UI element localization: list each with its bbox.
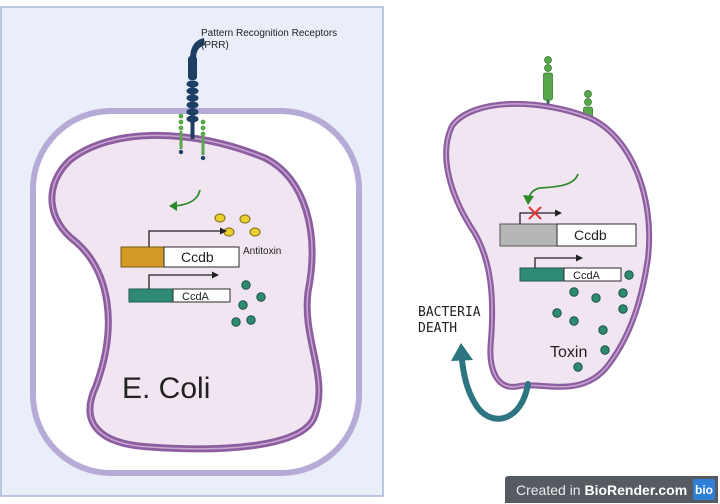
antitoxin-dot bbox=[249, 227, 261, 237]
death-arrow-icon bbox=[451, 343, 531, 422]
blocked-x-icon bbox=[528, 206, 542, 220]
signal-arrow-icon bbox=[169, 189, 201, 211]
toxin-dot bbox=[241, 280, 251, 290]
toxin-dot bbox=[598, 325, 608, 335]
cell-label: E. Coli bbox=[122, 372, 210, 405]
toxin-dot bbox=[256, 292, 266, 302]
toxin-dot bbox=[618, 304, 628, 314]
prr-receptor-icon bbox=[186, 38, 205, 139]
antitoxin-label: Antitoxin bbox=[243, 246, 281, 257]
toxin-dot bbox=[618, 288, 628, 298]
toxin-dot bbox=[624, 270, 634, 280]
toxin-molecules bbox=[552, 270, 634, 372]
biorender-logo-icon: bio bbox=[693, 479, 715, 500]
ccdb-label: Ccdb bbox=[574, 227, 607, 243]
toxin-dot bbox=[231, 317, 241, 327]
antitoxin-dot bbox=[223, 227, 235, 237]
watermark-text: Created in BioRender.com bbox=[516, 481, 688, 498]
toxin-dot bbox=[600, 345, 610, 355]
membrane-receptor-icon bbox=[178, 113, 184, 155]
toxin-dot bbox=[238, 300, 248, 310]
antitoxin-dot bbox=[239, 214, 251, 224]
ccdb-gene bbox=[120, 227, 240, 268]
death-label: BACTERIA DEATH bbox=[418, 305, 488, 336]
biorender-watermark: Created in BioRender.com bio bbox=[505, 476, 718, 503]
toxin-dot bbox=[552, 308, 562, 318]
ccdb-gene-blocked bbox=[499, 209, 637, 247]
prr-label: Pattern Recognition Receptors (PRR) bbox=[201, 28, 340, 51]
ecoli-cell-inner-line bbox=[51, 134, 320, 450]
signal-arrow-icon bbox=[523, 173, 579, 205]
membrane-receptor-icon bbox=[200, 119, 206, 161]
toxin-molecules bbox=[231, 280, 266, 327]
toxin-dot bbox=[573, 362, 583, 372]
toxin-dot bbox=[569, 316, 579, 326]
bacterium-cell-inner-line bbox=[445, 103, 650, 388]
toxin-dot bbox=[569, 287, 579, 297]
ccda-label: CcdA bbox=[182, 291, 210, 303]
antitoxin-dot bbox=[214, 213, 226, 223]
ccdb-label: Ccdb bbox=[181, 249, 214, 265]
toxin-label: Toxin bbox=[550, 344, 587, 361]
ccda-gene bbox=[128, 271, 231, 303]
ccda-label: CcdA bbox=[573, 270, 601, 282]
ccda-gene bbox=[519, 254, 622, 282]
toxin-dot bbox=[246, 315, 256, 325]
toxin-dot bbox=[591, 293, 601, 303]
antitoxin-molecules bbox=[214, 213, 261, 237]
